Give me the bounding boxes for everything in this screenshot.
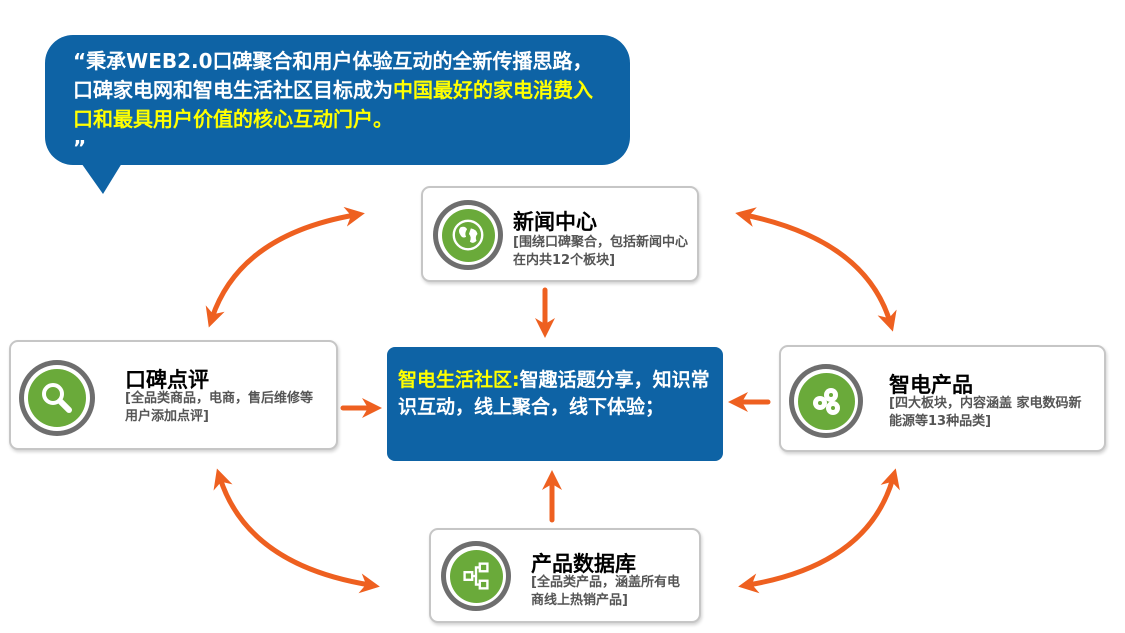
node-news[interactable]: 新闻中心 [围绕口碑聚合，包括新闻中心在内共12个板块] — [421, 186, 699, 282]
node-review-desc: [全品类商品，电商，售后维修等用户添加点评] — [125, 391, 313, 424]
node-review-title: 口碑点评 — [125, 368, 209, 392]
node-products-desc: [四大板块，内容涵盖 家电数码新能源等13种品类] — [889, 396, 1082, 429]
globe-icon — [433, 200, 503, 270]
node-news-desc: [围绕口碑聚合，包括新闻中心在内共12个板块] — [513, 235, 688, 268]
node-review[interactable]: 口碑点评 [全品类商品，电商，售后维修等用户添加点评] — [9, 340, 338, 450]
node-news-title: 新闻中心 — [513, 210, 597, 234]
node-products-title: 智电产品 — [889, 373, 973, 397]
arrow-news-review — [205, 206, 365, 328]
center-community: 智电生活社区:智趣话题分享，知识常识互动，线上聚合，线下体验； — [387, 347, 723, 461]
quote-text: 秉承WEB2.0口碑聚合和用户体验互动的全新传播思路，口碑家电网和智电生活社区目… — [73, 49, 593, 102]
quote-highlight: 中国最好的家电消费入口和最具用户价值的核心互动门户。 — [73, 78, 593, 131]
center-title: 智电生活社区: — [398, 369, 520, 391]
hierarchy-icon — [441, 541, 511, 611]
quote-bubble: “秉承WEB2.0口碑聚合和用户体验互动的全新传播思路，口碑家电网和智电生活社区… — [45, 35, 630, 165]
center-text: 智趣话题分享，知识常识互动，线上聚合，线下体验； — [398, 369, 710, 418]
arrow-products-database — [738, 468, 900, 594]
quote-close-mark: ” — [73, 136, 87, 160]
arrow-news-products — [735, 207, 897, 332]
quote-open-mark: “ — [73, 49, 87, 73]
bubbles-icon — [789, 364, 863, 438]
node-database-desc: [全品类产品，涵盖所有电商线上热销产品] — [531, 575, 680, 608]
arrow-review-database — [213, 468, 380, 594]
node-database-title: 产品数据库 — [531, 552, 636, 576]
node-database[interactable]: 产品数据库 [全品类产品，涵盖所有电商线上热销产品] — [429, 528, 701, 623]
magnifier-icon — [19, 360, 95, 436]
node-products[interactable]: 智电产品 [四大板块，内容涵盖 家电数码新能源等13种品类] — [779, 345, 1106, 452]
